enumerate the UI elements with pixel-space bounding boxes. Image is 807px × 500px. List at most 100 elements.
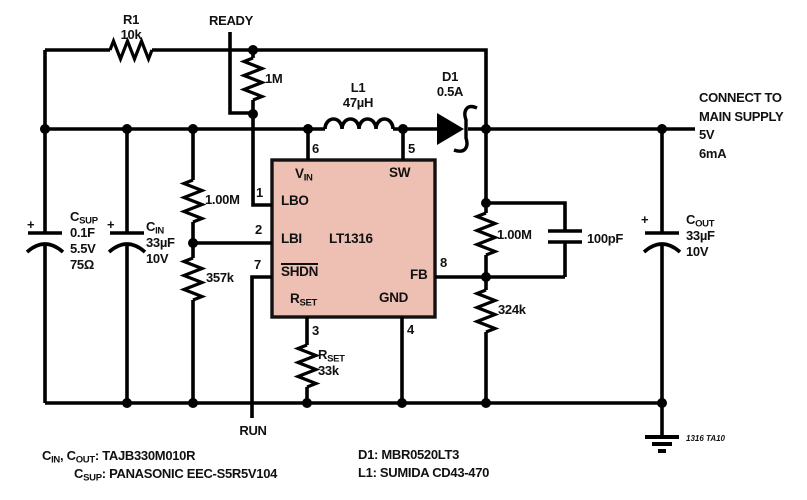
pin-number-5: 5	[408, 141, 415, 156]
cin-bottom-plate	[107, 242, 147, 254]
pin-number-3: 3	[312, 323, 319, 338]
label-cin-value-1: 33µF	[146, 235, 175, 250]
label-100pf: 100pF	[587, 231, 624, 246]
resistor-1.00m-fb-symbol	[472, 211, 500, 257]
note-text-part: : TAJB330M010R	[94, 448, 196, 463]
label-324k: 324k	[498, 302, 526, 317]
wire-comp-top	[486, 201, 567, 231]
note-text-part: C	[42, 448, 52, 463]
cout-polarity-plus: +	[641, 212, 649, 227]
diode-cathode-curve	[453, 104, 478, 153]
ground-symbol	[645, 435, 679, 453]
csup-bottom-plate	[25, 242, 65, 254]
csup-sub: SUP	[79, 215, 98, 227]
resistor-357k-symbol	[179, 256, 207, 302]
rset-res-sub: SET	[327, 353, 345, 365]
output-line-4: 6mA	[699, 145, 727, 161]
label-r1-ref: R1	[122, 12, 140, 27]
label-1m-pullup: 1M	[265, 71, 283, 86]
junction-dot	[248, 45, 258, 55]
resistor-1m-symbol	[239, 56, 267, 102]
vin-base: V	[295, 166, 304, 181]
ic-pin-label-rset: RSET	[290, 291, 317, 311]
capacitor-symbols	[25, 229, 682, 254]
note-sub-part: SUP	[83, 472, 102, 484]
cin-polarity-plus: +	[107, 217, 115, 232]
junction-dot	[657, 398, 667, 408]
pin-number-8: 8	[440, 255, 447, 270]
output-line-1: CONNECT TO	[699, 90, 782, 105]
ic-body-lt1316	[270, 158, 437, 319]
junction-dot	[122, 398, 132, 408]
resistor-r1-symbol	[108, 36, 154, 64]
vin-sub: IN	[303, 172, 313, 184]
label-1.00m-left: 1.00M	[205, 192, 240, 207]
resistor-symbols	[108, 36, 500, 389]
label-rset-value: 33k	[318, 363, 339, 378]
label-cout-value-1: 33µF	[686, 228, 715, 243]
pin-number-6: 6	[312, 141, 319, 156]
note-inductor-part: L1: SUMIDA CD43-470	[358, 465, 490, 480]
output-line-3: 5V	[699, 127, 715, 142]
label-csup-value-3: 75Ω	[70, 257, 94, 272]
wire-ready	[228, 32, 251, 115]
wire-top-rail-right	[152, 48, 488, 129]
label-357k: 357k	[206, 270, 234, 285]
note-capacitor-parts-2: CSUP: PANASONIC EEC-S5R5V104	[74, 466, 277, 486]
inductor-l1-symbol	[323, 117, 395, 130]
note-sub-part: OUT	[75, 454, 95, 466]
ic-pin-label-gnd: GND	[379, 290, 409, 305]
resistor-rset-symbol	[293, 343, 321, 389]
diode-anode-triangle	[437, 113, 464, 145]
ic-pin-label-vin: VIN	[295, 166, 313, 186]
junction-dot	[40, 124, 50, 134]
wire-shdn-run	[250, 275, 272, 418]
junction-dot	[188, 238, 198, 248]
resistor-324k-symbol	[472, 288, 500, 334]
cout-base: C	[686, 212, 696, 227]
label-l1-ref: L1	[350, 80, 366, 95]
cout-bottom-plate	[642, 242, 682, 254]
note-capacitor-parts-1: CIN, COUT: TAJB330M010R	[42, 448, 196, 468]
schematic-tag: 1316 TA10	[686, 434, 725, 443]
junction-dot	[188, 124, 198, 134]
csup-base: C	[70, 209, 80, 224]
label-l1-value: 47µH	[342, 95, 374, 110]
junction-dot	[481, 124, 491, 134]
label-1.00m-fb: 1.00M	[497, 227, 532, 242]
output-annotation: CONNECT TO MAIN SUPPLY 5V 6mA	[699, 89, 784, 163]
label-cin-ref: CIN	[146, 219, 164, 239]
label-cin-value-2: 10V	[146, 251, 169, 266]
pin-number-1: 1	[256, 185, 263, 200]
junction-dot	[481, 198, 491, 208]
label-cout-value-2: 10V	[686, 244, 709, 259]
pin-number-7: 7	[254, 257, 261, 272]
junction-dot	[481, 398, 491, 408]
junction-dot	[398, 124, 408, 134]
pin-number-2: 2	[255, 222, 262, 237]
label-rset-ref: RSET	[318, 347, 345, 367]
wire-lbo	[251, 100, 272, 207]
label-cout-ref: COUT	[686, 212, 715, 232]
shdn-overline-text: SHDN	[281, 263, 319, 279]
wires	[43, 32, 695, 436]
diode-d1-symbol	[437, 104, 478, 153]
note-text-part: , C	[60, 448, 76, 463]
note-sub-part: IN	[51, 454, 60, 466]
ic-pin-label-lbi: LBI	[281, 231, 302, 246]
rset-res-base: R	[318, 347, 328, 362]
ic-pin-label-shdn: SHDN	[281, 263, 318, 279]
label-csup-value-1: 0.1F	[70, 225, 95, 240]
junction-dot	[657, 124, 667, 134]
label-r1-value: 10k	[120, 27, 142, 42]
ic-pin-label-fb: FB	[410, 267, 428, 282]
junction-dots	[40, 45, 667, 408]
ic-pin-label-lbo: LBO	[281, 193, 309, 208]
label-csup-ref: CSUP	[70, 209, 98, 229]
pin-number-4: 4	[407, 322, 414, 337]
cout-sub: OUT	[695, 218, 715, 230]
rset-base: R	[290, 291, 300, 306]
ic-pin-label-sw: SW	[389, 165, 411, 180]
